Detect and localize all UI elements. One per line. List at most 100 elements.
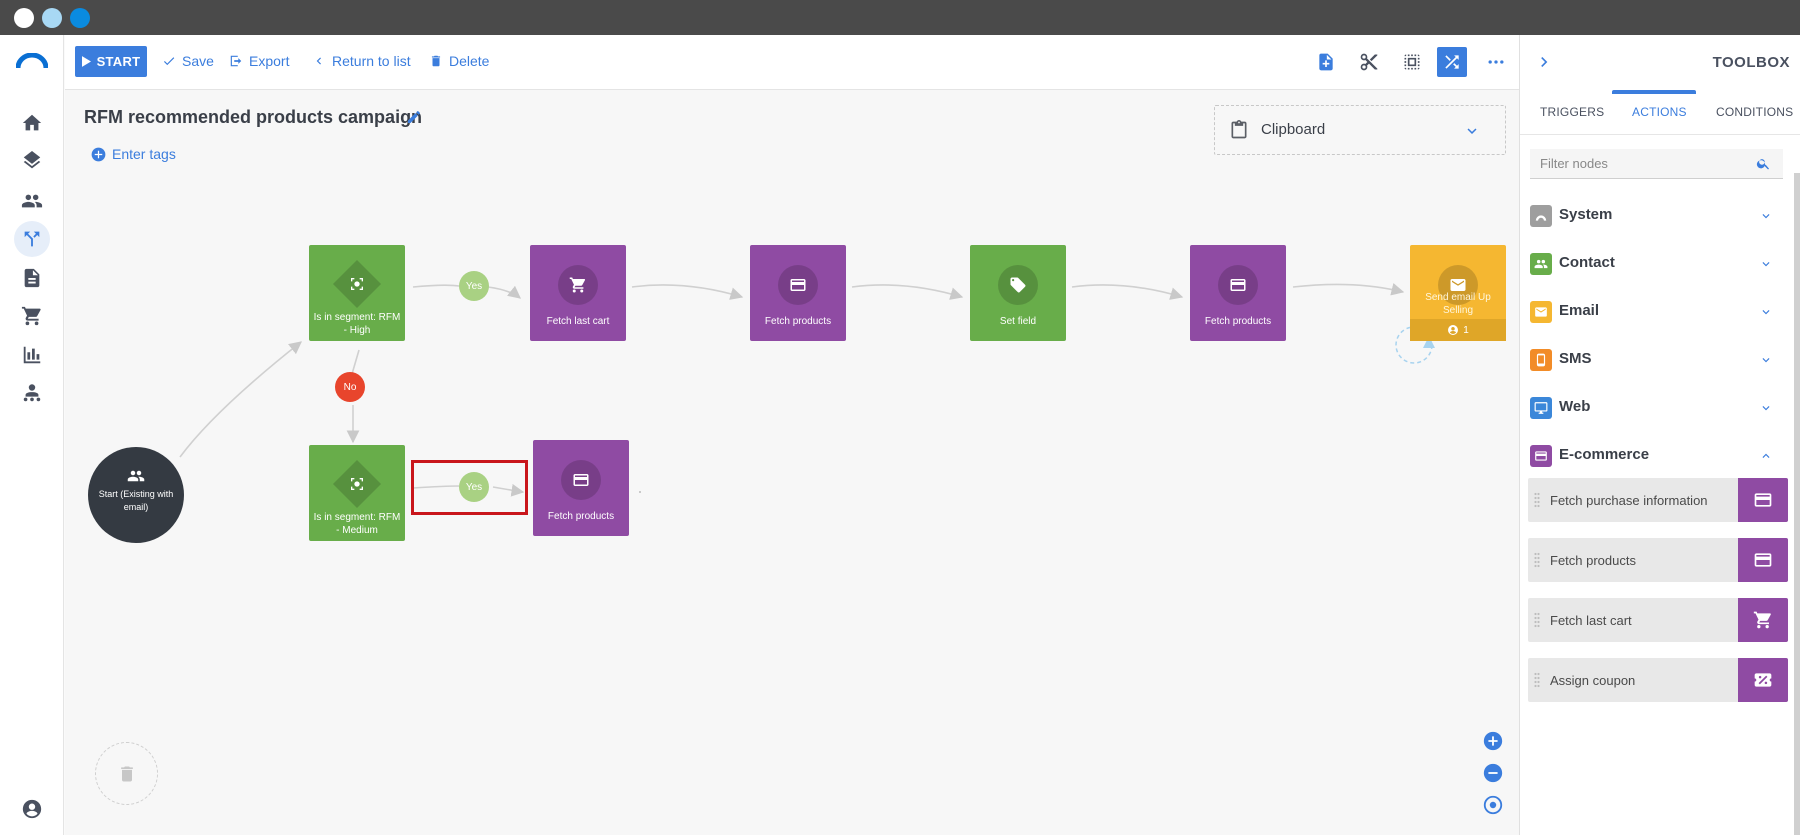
chevron-down-icon xyxy=(1762,214,1770,219)
workflow-canvas[interactable]: RFM recommended products campaign Enter … xyxy=(65,90,1519,835)
segment-icon xyxy=(347,474,367,494)
contacts-icon[interactable] xyxy=(14,183,50,219)
node-segment-rfm-medium[interactable]: Is in segment: RFM - Medium xyxy=(309,445,405,541)
drag-handle-icon[interactable] xyxy=(1534,672,1540,688)
add-note-icon[interactable] xyxy=(1311,47,1341,77)
category-contact[interactable]: Contact xyxy=(1530,248,1783,280)
toolbox-scrollbar[interactable] xyxy=(1794,173,1800,835)
layers-icon[interactable] xyxy=(14,144,50,180)
connector-products-sendemail xyxy=(1292,282,1405,296)
connector-high-no xyxy=(351,349,360,375)
node-segment-rfm-high[interactable]: Is in segment: RFM - High xyxy=(309,245,405,341)
window-minimize-dot[interactable] xyxy=(42,8,62,28)
tool-fetch-purchase-information[interactable]: Fetch purchase information xyxy=(1528,478,1788,522)
tool-label: Fetch products xyxy=(1550,553,1636,568)
home-icon[interactable] xyxy=(14,105,50,141)
more-options-icon[interactable] xyxy=(1481,47,1511,77)
window-titlebar xyxy=(0,0,1800,35)
app-logo-icon[interactable] xyxy=(16,53,48,69)
monitor-icon xyxy=(1530,397,1552,419)
node-fetch-last-cart[interactable]: Fetch last cart xyxy=(530,245,626,341)
mail-icon xyxy=(1530,301,1552,323)
start-node-label: Start (Existing with email) xyxy=(98,489,174,512)
window-close-dot[interactable] xyxy=(14,8,34,28)
contacts-icon xyxy=(1530,253,1552,275)
yes-badge-medium[interactable]: Yes xyxy=(459,472,489,502)
drag-handle-icon[interactable] xyxy=(1534,492,1540,508)
category-web[interactable]: Web xyxy=(1530,392,1783,424)
node-label: Send email Up Selling xyxy=(1425,292,1491,316)
mail-icon xyxy=(1438,265,1478,305)
category-sms[interactable]: SMS xyxy=(1530,344,1783,376)
zoom-in-icon[interactable] xyxy=(1482,730,1504,752)
account-icon[interactable] xyxy=(14,791,50,827)
no-badge[interactable]: No xyxy=(335,372,365,402)
clipboard-icon xyxy=(1231,120,1247,139)
tab-triggers[interactable]: TRIGGERS xyxy=(1540,105,1605,119)
connector-products-setfield xyxy=(851,284,964,300)
return-to-list-button[interactable]: Return to list xyxy=(312,53,411,69)
node-fetch-products-2[interactable]: Fetch products xyxy=(1190,245,1286,341)
filter-nodes-input[interactable] xyxy=(1530,149,1740,177)
connector-yes-fetchproducts xyxy=(492,483,525,497)
pencil-icon[interactable] xyxy=(406,109,422,125)
tool-fetch-products[interactable]: Fetch products xyxy=(1528,538,1788,582)
loop-arrow xyxy=(1423,336,1435,348)
active-tab-indicator xyxy=(1612,90,1696,94)
start-node[interactable]: Start (Existing with email) xyxy=(88,447,184,543)
start-label: START xyxy=(96,54,141,69)
node-fetch-products-1[interactable]: Fetch products xyxy=(750,245,846,341)
connector-medium-yes xyxy=(412,485,460,489)
node-set-field[interactable]: Set field xyxy=(970,245,1066,341)
zoom-out-icon[interactable] xyxy=(1482,762,1504,784)
chevron-right-icon[interactable] xyxy=(1534,52,1554,72)
document-icon[interactable] xyxy=(14,260,50,296)
save-label: Save xyxy=(182,53,214,69)
connector-setfield-products xyxy=(1071,284,1184,300)
save-button[interactable]: Save xyxy=(162,53,214,69)
yes-badge-high[interactable]: Yes xyxy=(459,271,489,301)
return-label: Return to list xyxy=(332,53,411,69)
window-maximize-dot[interactable] xyxy=(70,8,90,28)
export-icon xyxy=(230,55,242,67)
tab-conditions[interactable]: CONDITIONS xyxy=(1716,105,1794,119)
play-icon xyxy=(81,56,91,67)
enter-tags-button[interactable]: Enter tags xyxy=(91,146,176,162)
clipboard-dropdown[interactable]: Clipboard xyxy=(1214,105,1506,155)
enter-tags-label: Enter tags xyxy=(112,146,176,162)
cart-icon xyxy=(558,265,598,305)
scissors-icon[interactable] xyxy=(1354,47,1384,77)
node-label: Is in segment: RFM - Medium xyxy=(313,512,401,536)
tab-actions[interactable]: ACTIONS xyxy=(1632,105,1687,119)
trash-drop-zone[interactable] xyxy=(95,742,158,805)
recenter-icon[interactable] xyxy=(1482,794,1504,816)
chevron-down-icon[interactable] xyxy=(1463,122,1481,140)
node-send-email-up-selling[interactable]: Send email Up Selling 1 xyxy=(1410,245,1506,341)
card-icon xyxy=(1218,265,1258,305)
delete-button[interactable]: Delete xyxy=(429,53,489,69)
category-system[interactable]: System xyxy=(1530,200,1783,232)
bar-chart-icon[interactable] xyxy=(14,337,50,373)
category-email[interactable]: Email xyxy=(1530,296,1783,328)
workflow-icon[interactable] xyxy=(14,221,50,257)
tool-label: Fetch purchase information xyxy=(1550,493,1708,508)
category-e-commerce[interactable]: E-commerce xyxy=(1530,440,1783,472)
search-icon[interactable] xyxy=(1756,156,1771,171)
clipboard-label: Clipboard xyxy=(1261,121,1326,138)
segment-icon xyxy=(347,274,367,294)
export-button[interactable]: Export xyxy=(229,53,289,69)
shuffle-icon[interactable] xyxy=(1437,47,1467,77)
shopping-cart-icon[interactable] xyxy=(14,298,50,334)
start-button[interactable]: START xyxy=(75,46,147,77)
node-fetch-products-3[interactable]: Fetch products xyxy=(533,440,629,536)
team-icon[interactable] xyxy=(14,375,50,411)
select-area-icon[interactable] xyxy=(1397,47,1427,77)
drag-handle-icon[interactable] xyxy=(1534,612,1540,628)
tool-assign-coupon[interactable]: Assign coupon xyxy=(1528,658,1788,702)
drag-handle-icon[interactable] xyxy=(1534,552,1540,568)
chevron-up-icon xyxy=(1762,453,1770,458)
tool-fetch-last-cart[interactable]: Fetch last cart xyxy=(1528,598,1788,642)
card-icon xyxy=(1738,478,1788,522)
chevron-down-icon xyxy=(1762,406,1770,411)
card-icon xyxy=(778,265,818,305)
